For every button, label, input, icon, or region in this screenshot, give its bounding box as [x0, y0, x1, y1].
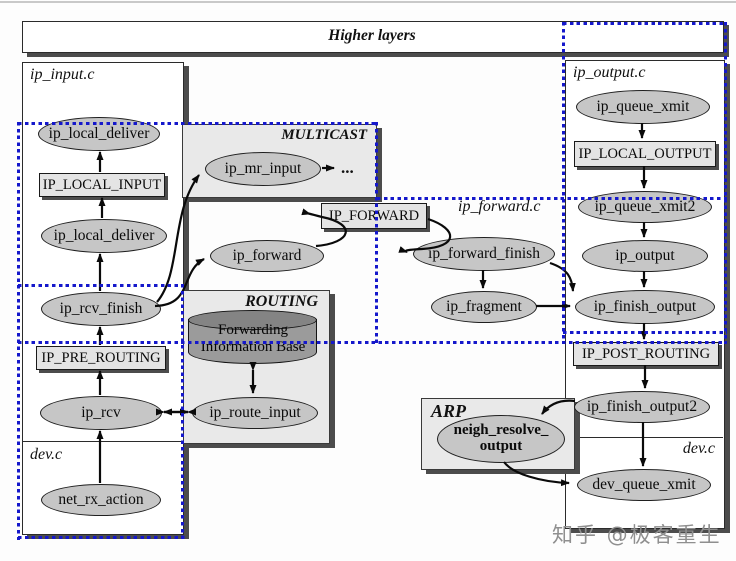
top-hairline [0, 1, 736, 3]
multicast-label: MULTICAST [281, 127, 367, 143]
fib-cylinder-top [188, 310, 317, 330]
node-ip-finish-output2: ip_finish_output2 [574, 391, 710, 423]
dotted-line-v-multicast-right [375, 122, 378, 345]
node-ip-fragment: ip_fragment [431, 291, 537, 323]
node-neigh-resolve-output: neigh_resolve_ output [437, 415, 565, 463]
higher-layers-label: Higher layers [328, 27, 416, 44]
node-dev-queue-xmit: dev_queue_xmit [577, 469, 711, 501]
dotted-line-v-output-left [562, 22, 565, 344]
dev-c-left-label: dev.c [30, 446, 63, 463]
routing-label: ROUTING [245, 293, 318, 310]
node-ip-rcv: ip_rcv [40, 396, 162, 430]
watermark: 知乎 @极客重生 [552, 523, 722, 547]
hook-ip-pre-routing: IP_PRE_ROUTING [36, 346, 166, 370]
hook-ip-forward: IP_FORWARD [321, 203, 427, 229]
left-column-dev-separator [22, 441, 182, 442]
node-ip-forward: ip_forward [210, 240, 324, 272]
arp-label: ARP [431, 401, 467, 421]
node-ip-forward-finish: ip_forward_finish [413, 237, 555, 271]
ip-input-c-label: ip_input.c [30, 66, 95, 83]
dotted-line-h-forward-top [377, 197, 727, 200]
dotted-line-v-prerouting-right [181, 284, 184, 539]
hook-ip-local-output: IP_LOCAL_OUTPUT [574, 141, 716, 167]
node-ip-output: ip_output [582, 240, 708, 272]
fib-label: Forwarding Information Base [200, 322, 306, 355]
multicast-ellipsis: ... [341, 158, 354, 177]
dotted-line-h-local-top [18, 122, 377, 125]
higher-layers-banner [22, 21, 724, 53]
dev-c-right-label: dev.c [682, 440, 715, 457]
node-ip-mr-input: ip_mr_input [205, 152, 321, 186]
ip-forward-c-label: ip_forward.c [458, 198, 541, 215]
dotted-line-v-left [17, 122, 20, 540]
dotted-line-v-output-right [724, 22, 727, 344]
node-ip-queue-xmit2: ip_queue_xmit2 [578, 191, 712, 223]
node-ip-local-deliver: ip_local_deliver [41, 219, 167, 253]
dotted-line-h-left-bottom [18, 536, 185, 539]
right-column-dev-separator [565, 437, 723, 438]
node-ip-queue-xmit: ip_queue_xmit [576, 90, 710, 124]
dotted-line-h-output-top [563, 22, 727, 25]
dotted-line-h-long [18, 341, 727, 344]
node-ip-route-input: ip_route_input [192, 397, 318, 429]
ip-output-c-label: ip_output.c [573, 64, 646, 81]
dotted-line-h-output-bottom [563, 331, 727, 334]
fib-database-cylinder: Forwarding Information Base [188, 310, 318, 368]
hook-ip-post-routing: IP_POST_ROUTING [573, 342, 719, 366]
node-ip-rcv-finish: ip_rcv_finish [41, 292, 161, 326]
hook-ip-local-input: IP_LOCAL_INPUT [39, 173, 165, 197]
node-ip-finish-output: ip_finish_output [575, 290, 715, 324]
dotted-line-h-prerouting-top [18, 284, 182, 287]
node-net-rx-action: net_rx_action [41, 484, 161, 516]
